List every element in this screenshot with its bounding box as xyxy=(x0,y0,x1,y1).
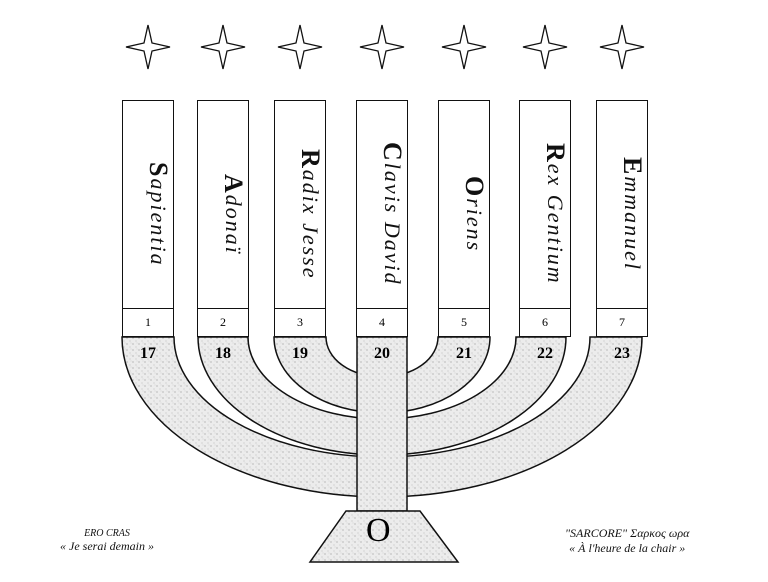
arm-number: 23 xyxy=(614,345,630,362)
candle-initial: S xyxy=(144,161,173,179)
star-icon xyxy=(125,24,171,70)
candle-name: Sapientia xyxy=(123,119,173,309)
candle-initial: R xyxy=(296,148,325,170)
arm-number: 17 xyxy=(140,345,156,362)
candle-number: 3 xyxy=(275,308,325,336)
candle-initial: E xyxy=(618,157,647,177)
base-letter: O xyxy=(366,512,391,549)
candle-initial: C xyxy=(378,142,407,163)
base xyxy=(308,510,460,563)
arm-number: 19 xyxy=(292,345,308,362)
arm-number: 20 xyxy=(374,345,390,362)
candle-number: 1 xyxy=(123,308,173,336)
candle-name-rest: adix Jesse xyxy=(298,169,323,280)
candle-initial: O xyxy=(460,175,489,199)
candle-name: Rex Gentium xyxy=(520,119,570,309)
candle-name: Radix Jesse xyxy=(275,119,325,309)
arm-outer xyxy=(121,336,643,498)
star-icon xyxy=(277,24,323,70)
candle-name: Clavis David xyxy=(357,119,407,309)
arm-number: 22 xyxy=(537,345,553,362)
right-note: "SARCORE" Σαρκος ωρα « À l'heure de la c… xyxy=(565,526,689,556)
left-note-subtitle: « Je serai demain » xyxy=(60,539,154,553)
arm-number: 21 xyxy=(456,345,472,362)
stars xyxy=(125,24,645,70)
candle-name-rest: apientia xyxy=(146,178,171,267)
left-note-title: ERO CRAS xyxy=(84,528,130,539)
candle-number: 2 xyxy=(198,308,248,336)
candle-number: 7 xyxy=(597,308,647,336)
candle-number: 6 xyxy=(520,308,570,336)
candle-name-rest: ex Gentium xyxy=(543,163,568,285)
candle-number: 4 xyxy=(357,308,407,336)
candle-name: Adonaï xyxy=(198,119,248,309)
candle-name-rest: mmanuel xyxy=(620,176,645,271)
candle-number: 5 xyxy=(439,308,489,336)
candle-name-rest: riens xyxy=(462,198,487,253)
arm-middle xyxy=(197,336,567,456)
stem xyxy=(356,336,408,512)
star-icon xyxy=(359,24,405,70)
left-note: ERO CRAS « Je serai demain » xyxy=(60,528,154,554)
candle-initial: R xyxy=(541,143,570,164)
candle-name: Emmanuel xyxy=(597,119,647,309)
arm-number: 18 xyxy=(215,345,231,362)
candle-name: Oriens xyxy=(439,119,489,309)
star-icon xyxy=(441,24,487,70)
star-icon xyxy=(522,24,568,70)
candle-name-rest: donaï xyxy=(221,194,246,255)
candle-name-rest: lavis David xyxy=(380,162,405,286)
right-note-subtitle: « À l'heure de la chair » xyxy=(569,541,686,555)
star-icon xyxy=(200,24,246,70)
candle-initial: A xyxy=(219,173,248,195)
star-icon xyxy=(599,24,645,70)
right-note-title: "SARCORE" Σαρκος ωρα xyxy=(565,526,690,540)
